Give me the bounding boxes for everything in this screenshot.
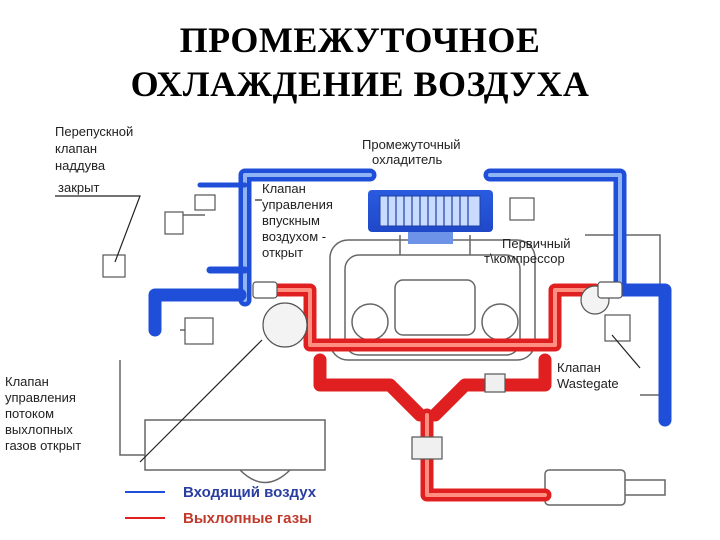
- intercooler-core: [368, 190, 493, 244]
- intake-valve-line-3: впускным: [262, 213, 320, 228]
- title-line-2: ОХЛАЖДЕНИЕ ВОЗДУХА: [130, 64, 590, 104]
- label-intake-valve: Клапан управления впускным воздухом - от…: [262, 181, 333, 260]
- exhaust-valve-line-3: потоком: [5, 406, 54, 421]
- legend: Входящий воздух Выхлопные газы: [125, 484, 317, 527]
- components: [102, 194, 631, 460]
- primary-turbo-line-2: т\компрессор: [484, 251, 565, 266]
- exhaust-valve-line-5: газов открыт: [5, 438, 81, 453]
- wastegate-line-2: Wastegate: [557, 376, 619, 391]
- intake-valve-line-5: открыт: [262, 245, 303, 260]
- bypass-line-3: наддува: [55, 158, 106, 173]
- legend-intake-label: Входящий воздух: [183, 484, 317, 501]
- intake-valve-line-2: управления: [262, 197, 333, 212]
- exhaust-valve-line-4: выхлопных: [5, 422, 73, 437]
- legend-exhaust-label: Выхлопные газы: [183, 510, 312, 527]
- bypass-line-4: закрыт: [58, 180, 99, 195]
- label-exhaust-valve: Клапан управления потоком выхлопных газо…: [5, 374, 81, 453]
- label-bypass-valve: Перепускной клапан наддува закрыт: [55, 124, 133, 195]
- primary-turbo-line-1: Первичный: [502, 236, 571, 251]
- title-line-1: ПРОМЕЖУТОЧНОЕ: [179, 20, 541, 60]
- intake-pipes: [148, 168, 672, 427]
- bypass-line-2: клапан: [55, 141, 97, 156]
- intercooler-line-1: Промежуточный: [362, 137, 460, 152]
- exhaust-valve-line-1: Клапан: [5, 374, 49, 389]
- bypass-line-1: Перепускной: [55, 124, 133, 139]
- intake-valve-line-4: воздухом -: [262, 229, 326, 244]
- exhaust-pipes: [261, 283, 602, 502]
- label-wastegate: Клапан Wastegate: [557, 360, 619, 391]
- leader-lines: [55, 195, 641, 463]
- exhaust-valve-line-2: управления: [5, 390, 76, 405]
- page-title: ПРОМЕЖУТОЧНОЕ ОХЛАЖДЕНИЕ ВОЗДУХА: [0, 18, 720, 106]
- label-intercooler: Промежуточный охладитель: [362, 137, 460, 167]
- label-primary-turbo: Первичный т\компрессор: [484, 236, 571, 266]
- intake-valve-line-1: Клапан: [262, 181, 306, 196]
- wastegate-line-1: Клапан: [557, 360, 601, 375]
- intercooler-line-2: охладитель: [372, 152, 442, 167]
